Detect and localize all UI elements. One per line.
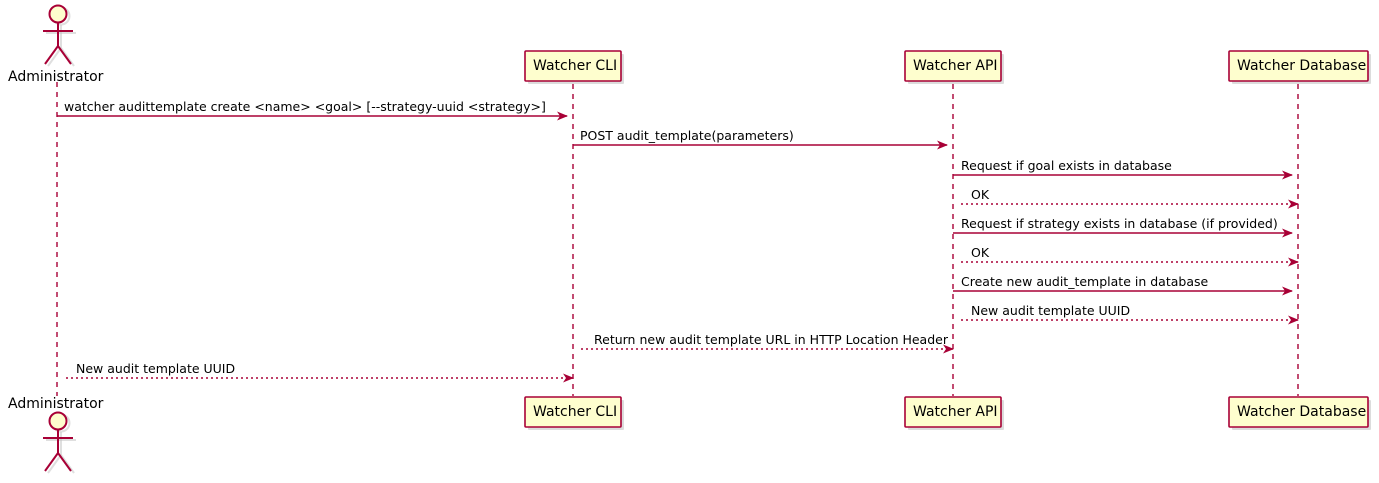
participant-box-watcher-database-top[interactable] [1228, 50, 1371, 84]
actor-leg-left-icon [44, 45, 59, 65]
actor-administrator-top[interactable] [43, 4, 76, 67]
actor-head-icon [48, 4, 68, 24]
participant-box-watcher-api-bottom[interactable] [904, 396, 1004, 430]
actor-label-administrator-top: Administrator [8, 69, 104, 85]
message-label-1: watcher audittemplate create <name> <goa… [64, 99, 546, 114]
actor-administrator-bottom[interactable] [43, 411, 76, 474]
actor-leg-left-icon [44, 452, 59, 472]
participant-box-watcher-database-bottom[interactable] [1228, 396, 1371, 430]
actor-shadow-top [46, 6, 76, 67]
participant-box-watcher-cli-top[interactable] [524, 50, 624, 84]
message-label-4: OK [971, 187, 990, 202]
message-label-6: OK [971, 245, 990, 260]
actor-leg-right-icon [57, 452, 72, 472]
message-label-2: POST audit_template(parameters) [580, 128, 794, 143]
participant-label-watcher-api-bottom: Watcher API [913, 404, 998, 420]
actor-label-administrator-bottom: Administrator [8, 396, 104, 412]
message-label-5: Request if strategy exists in database (… [961, 216, 1278, 231]
participant-label-watcher-cli-top: Watcher CLI [533, 58, 618, 74]
message-label-7: Create new audit_template in database [961, 274, 1209, 289]
participant-label-watcher-database-top: Watcher Database [1237, 58, 1367, 74]
actor-leg-right-icon [57, 45, 72, 65]
participant-box-watcher-cli-bottom[interactable] [524, 396, 624, 430]
message-label-10: New audit template UUID [76, 361, 236, 376]
participant-label-watcher-cli-bottom: Watcher CLI [533, 404, 618, 420]
message-label-8: New audit template UUID [971, 303, 1131, 318]
actor-head-icon [48, 411, 68, 431]
message-label-9: Return new audit template URL in HTTP Lo… [594, 332, 948, 347]
message-label-3: Request if goal exists in database [961, 158, 1172, 173]
participant-label-watcher-api-top: Watcher API [913, 58, 998, 74]
participant-label-watcher-database-bottom: Watcher Database [1237, 404, 1367, 420]
participant-box-watcher-api-top[interactable] [904, 50, 1004, 84]
